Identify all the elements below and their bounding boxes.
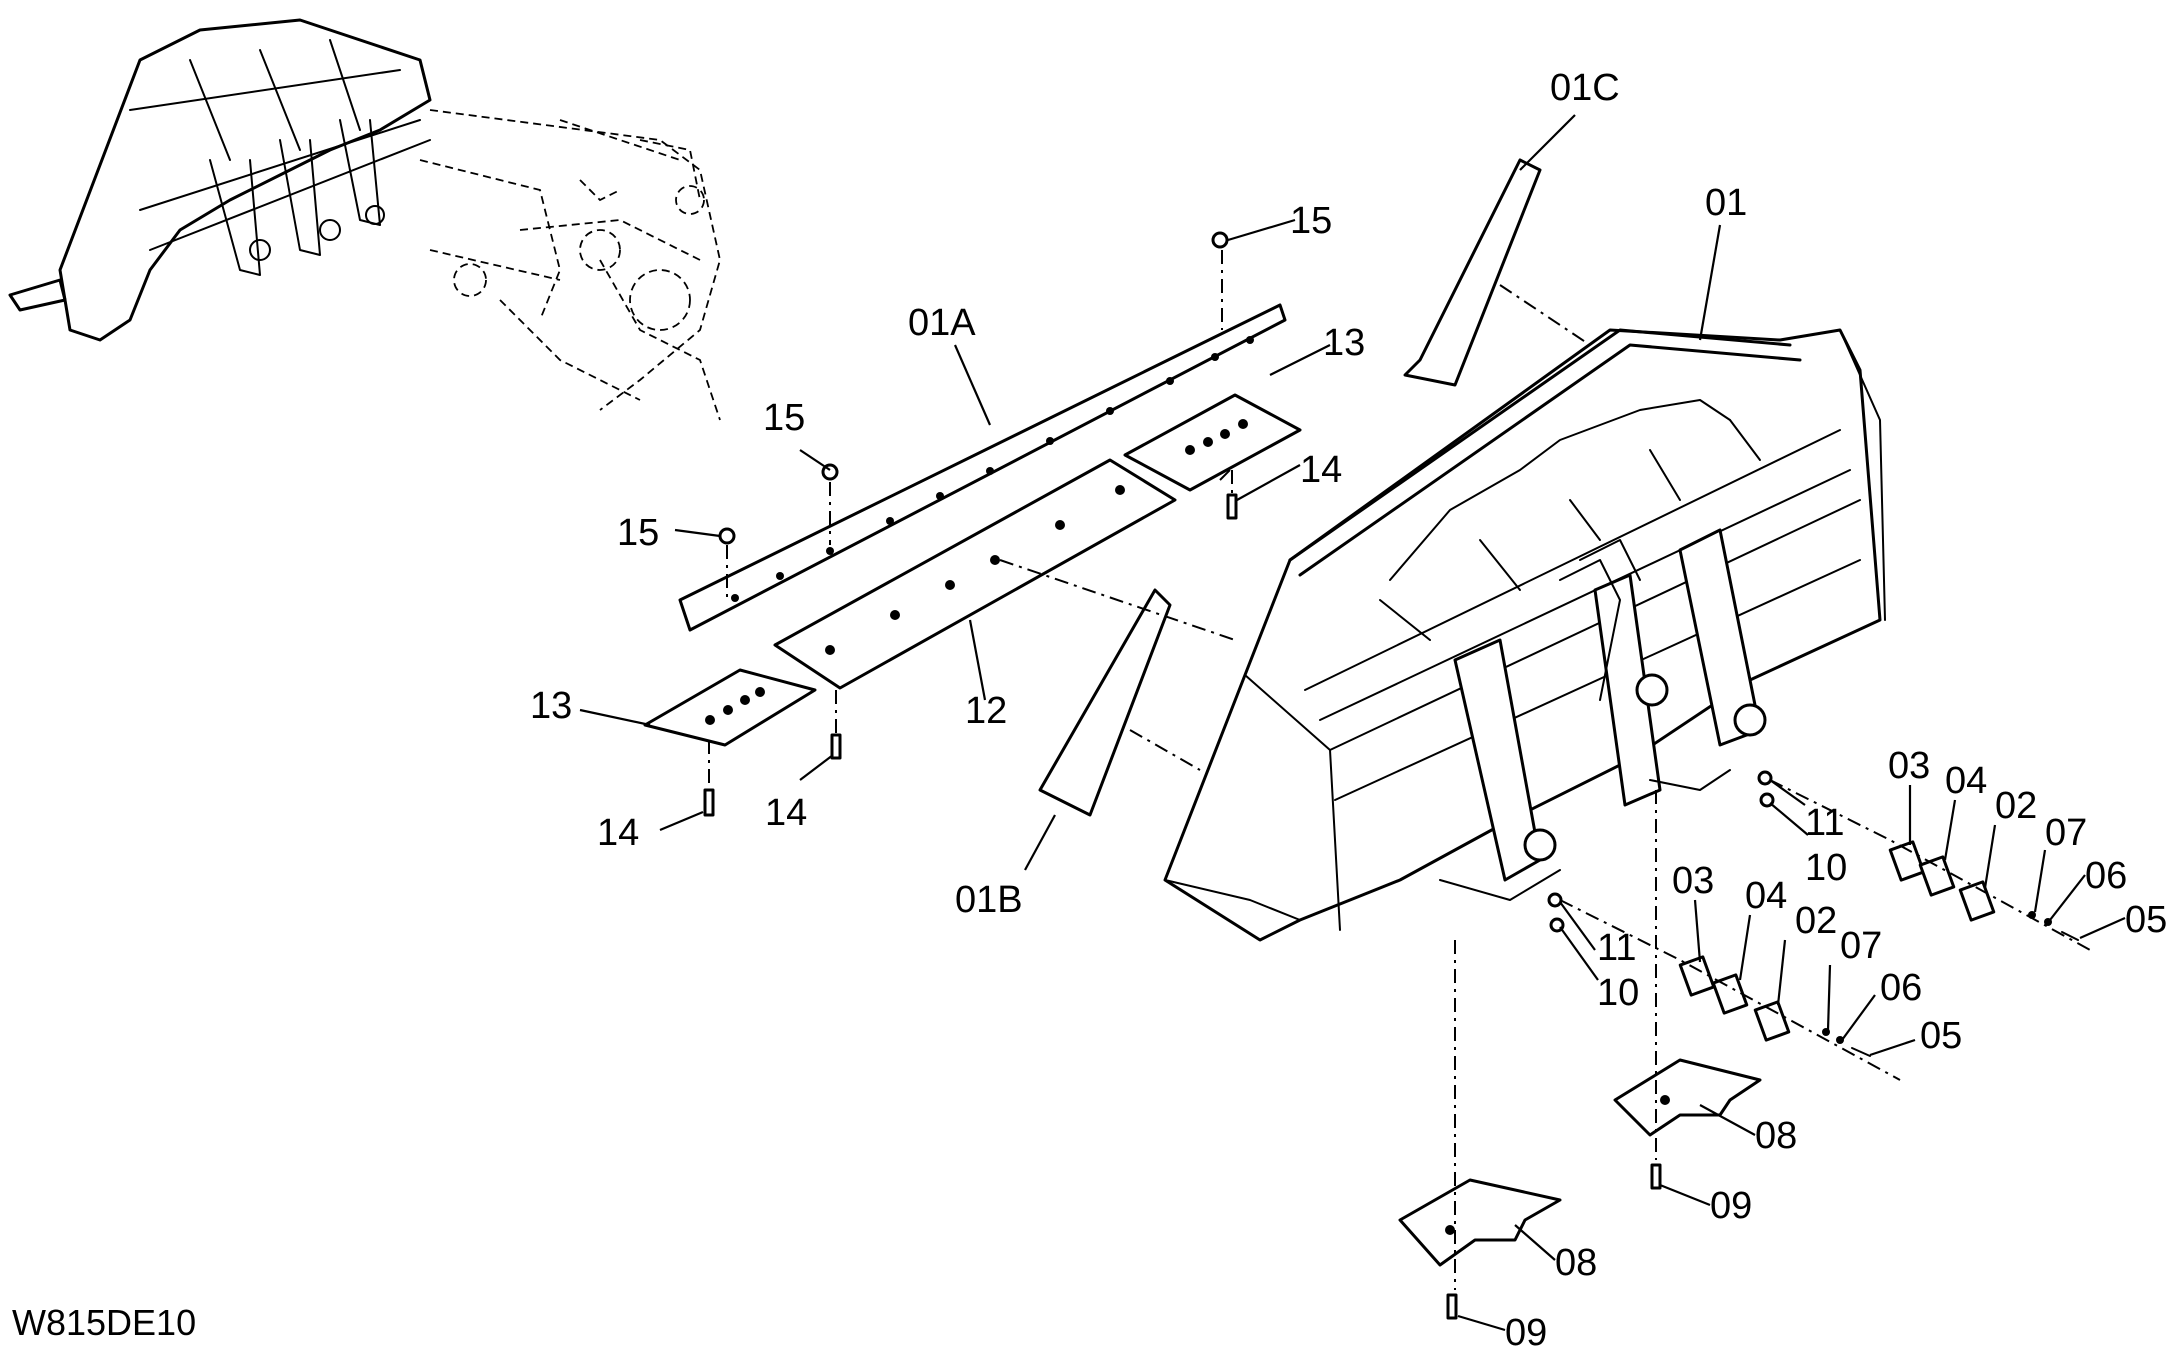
label-07-upper: 07 xyxy=(2045,812,2087,854)
end-bit-13-left xyxy=(643,668,817,747)
cutting-edge-01A xyxy=(678,303,1287,632)
leader-lines xyxy=(579,114,2126,1332)
label-11-lower: 11 xyxy=(1597,927,1636,969)
label-01B: 01B xyxy=(955,879,1023,921)
label-04-lower: 04 xyxy=(1745,875,1787,917)
label-09-upper: 09 xyxy=(1710,1185,1752,1227)
bolts xyxy=(703,231,1662,1320)
label-14-left: 14 xyxy=(597,812,639,854)
label-10-lower: 10 xyxy=(1597,972,1639,1014)
callout-labels: 01C 01 01A 13 15 14 15 15 13 12 14 14 01… xyxy=(530,67,2167,1354)
assembly-lines xyxy=(708,250,2091,1290)
label-02-upper: 02 xyxy=(1995,785,2037,827)
label-01: 01 xyxy=(1705,182,1747,224)
label-13-left: 13 xyxy=(530,685,572,727)
label-01A: 01A xyxy=(908,302,976,344)
label-06-upper: 06 xyxy=(2085,855,2127,897)
side-cutter-01B xyxy=(1038,588,1172,817)
label-10-upper: 10 xyxy=(1805,847,1847,889)
label-04-upper: 04 xyxy=(1945,760,1987,802)
cutting-edge-12 xyxy=(773,458,1177,690)
label-01C: 01C xyxy=(1550,67,1620,109)
label-08-upper: 08 xyxy=(1755,1115,1797,1157)
label-14-mid: 14 xyxy=(765,792,807,834)
label-02-lower: 02 xyxy=(1795,900,1837,942)
label-03-upper: 03 xyxy=(1888,745,1930,787)
nuts-10-11 xyxy=(1547,770,1775,933)
drawing-code: W815DE10 xyxy=(12,1302,196,1343)
label-09-lower: 09 xyxy=(1505,1312,1547,1354)
label-15-top: 15 xyxy=(1290,200,1332,242)
bucket-01 xyxy=(1163,328,1886,942)
wear-pad-08-lower xyxy=(1398,1178,1562,1267)
shim-plates-lower xyxy=(1678,955,1871,1057)
label-08-lower: 08 xyxy=(1555,1242,1597,1284)
inset-loader-illustration xyxy=(8,18,721,421)
label-05-upper: 05 xyxy=(2125,899,2167,941)
label-15-mid: 15 xyxy=(763,397,805,439)
label-12: 12 xyxy=(965,690,1007,732)
label-06-lower: 06 xyxy=(1880,967,1922,1009)
label-03-lower: 03 xyxy=(1672,860,1714,902)
label-07-lower: 07 xyxy=(1840,925,1882,967)
label-15-left: 15 xyxy=(617,512,659,554)
label-14-right: 14 xyxy=(1300,449,1342,491)
label-13-right: 13 xyxy=(1323,322,1365,364)
end-bit-13-right xyxy=(1123,393,1302,492)
side-cutter-01C xyxy=(1403,158,1542,387)
label-05-lower: 05 xyxy=(1920,1015,1962,1057)
label-11-upper: 11 xyxy=(1805,802,1844,844)
wear-pad-08-upper xyxy=(1613,1058,1762,1137)
